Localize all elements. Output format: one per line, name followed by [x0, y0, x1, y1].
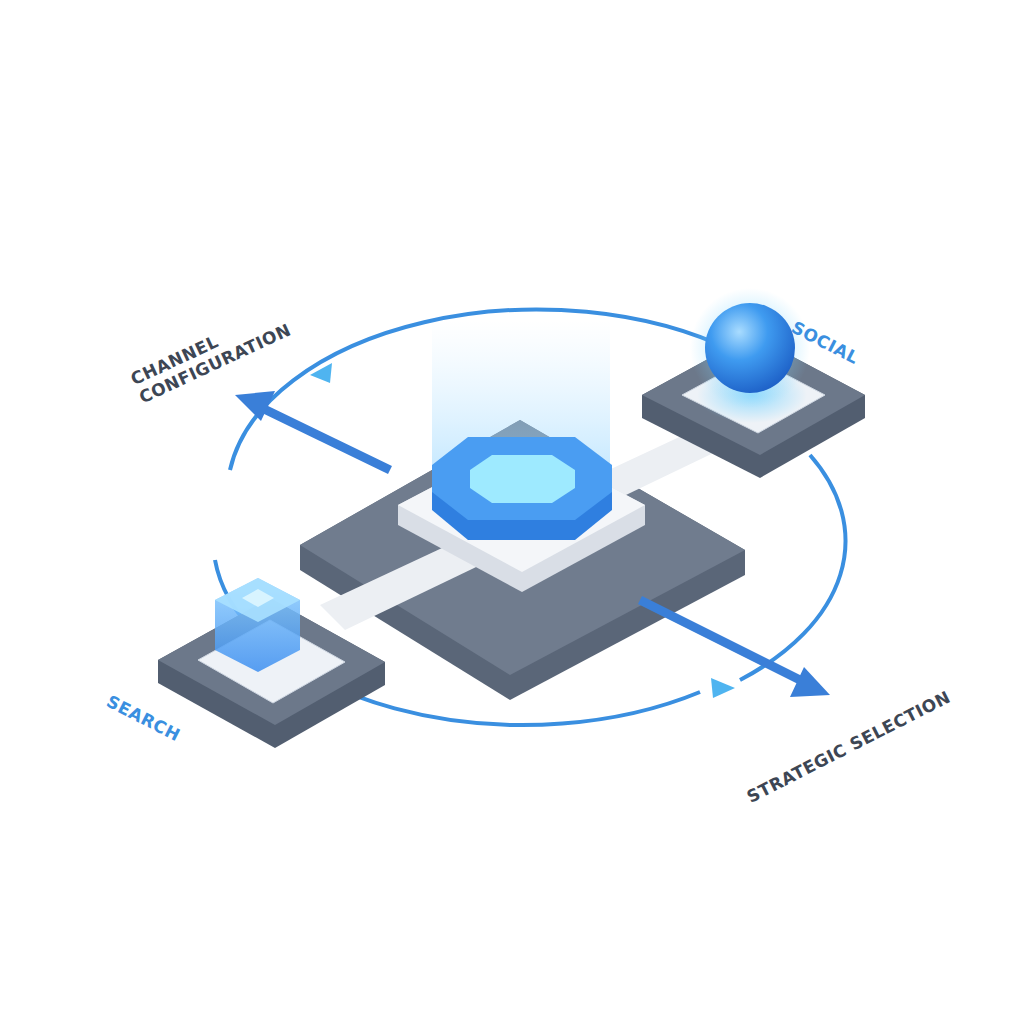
social-sphere: [705, 303, 795, 393]
sphere-glow: [690, 288, 810, 408]
orbit-ring: [740, 455, 845, 680]
search-cube: [215, 578, 300, 672]
search-cube: [215, 578, 300, 622]
hub-octagon: [432, 437, 612, 520]
orbit-arrowhead: [310, 363, 332, 383]
orbit-arrowhead: [711, 678, 735, 698]
central-slab: [300, 420, 745, 675]
search-cube: [242, 589, 274, 607]
direction-arrow: [262, 408, 390, 470]
hub-octagon: [470, 455, 575, 503]
axis-label: CHANNEL CONFIGURATION: [128, 292, 317, 408]
direction-arrow: [235, 391, 275, 421]
direction-arrow: [790, 667, 830, 697]
connector-strip: [320, 425, 730, 630]
direction-arrow: [640, 600, 800, 680]
